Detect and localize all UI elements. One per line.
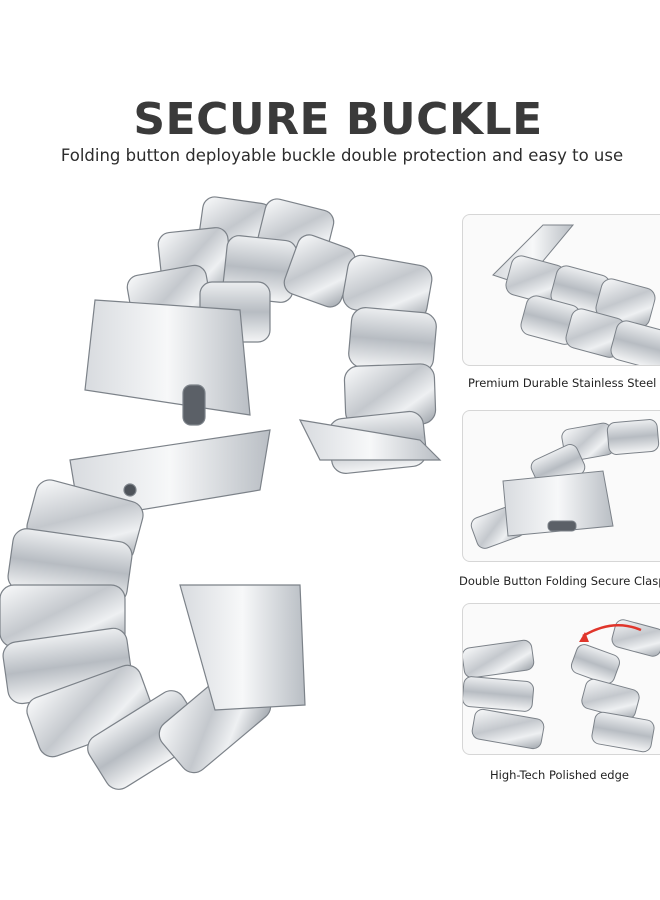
upper-band-links bbox=[84, 196, 442, 474]
feature-image-steel bbox=[462, 214, 660, 366]
polished-edge-highlight-icon bbox=[582, 623, 642, 638]
feature-image-clasp bbox=[462, 410, 660, 562]
lower-band-links bbox=[0, 429, 306, 790]
page-title: SECURE BUCKLE bbox=[133, 94, 543, 145]
feature-caption-steel: Premium Durable Stainless Steel bbox=[468, 376, 657, 390]
page-subtitle: Folding button deployable buckle double … bbox=[60, 146, 624, 165]
feature-caption-polished-edge: High-Tech Polished edge bbox=[490, 768, 629, 782]
watch-band-hero-image bbox=[0, 196, 442, 790]
feature-caption-clasp: Double Button Folding Secure Clasp bbox=[459, 574, 660, 588]
feature-image-polished-edge bbox=[462, 603, 660, 755]
